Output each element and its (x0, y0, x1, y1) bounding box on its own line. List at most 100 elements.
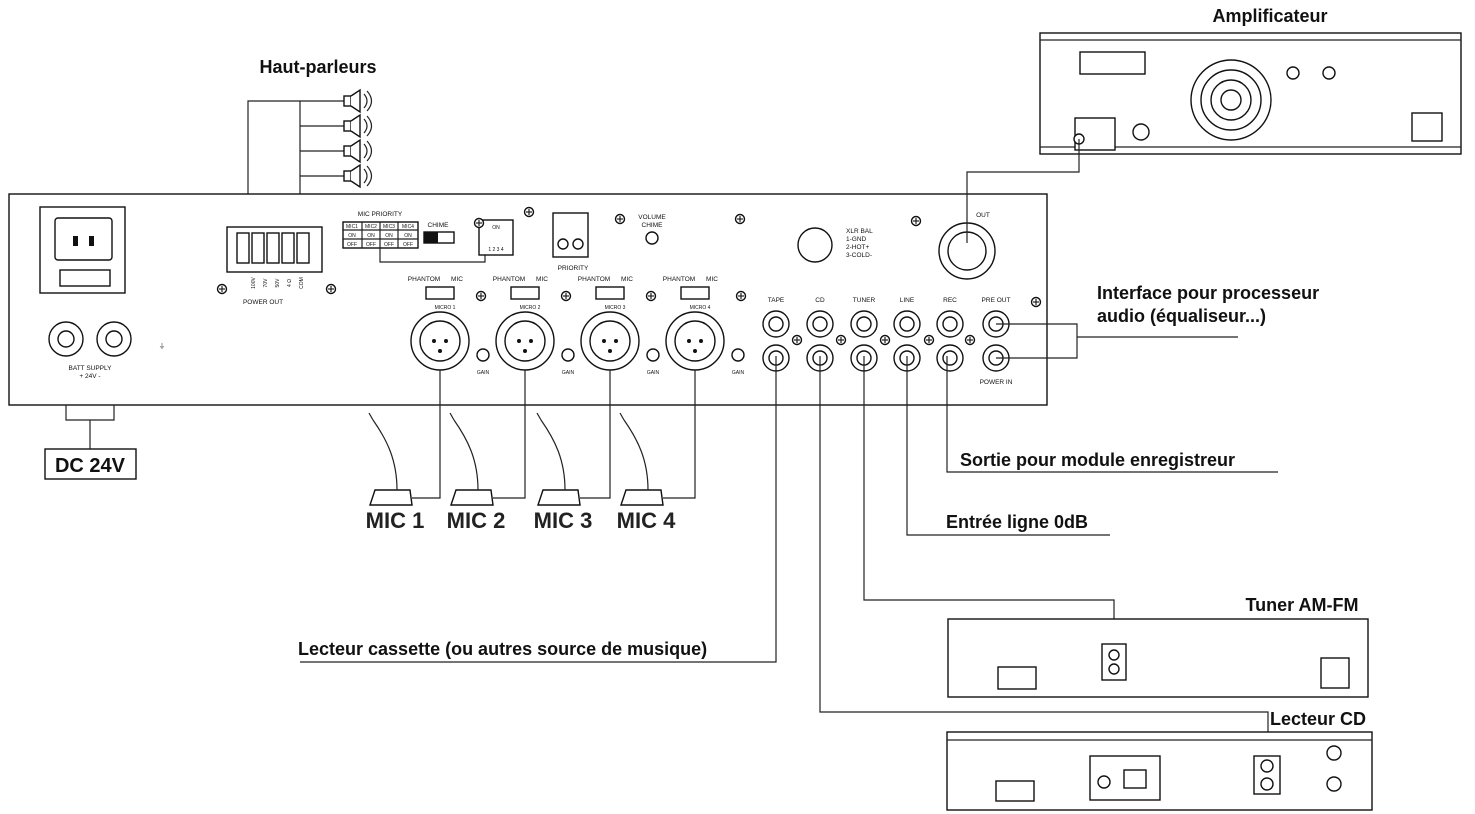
xlr-bal-input[interactable] (797, 227, 833, 263)
gain-knob[interactable] (476, 348, 490, 362)
amp-to-out-cable (966, 139, 1080, 243)
speaker-icon (343, 88, 373, 114)
mic-priority-header: MIC4 (402, 224, 414, 230)
cd-player-label: Lecteur CD (1270, 709, 1366, 729)
mic-priority-label: MIC PRIORITY (358, 211, 403, 218)
amplifier-label: Amplificateur (1212, 6, 1327, 26)
screw-icon (1030, 296, 1042, 308)
mic-priority-on: ON (348, 233, 356, 239)
phantom-switch[interactable] (680, 286, 710, 300)
line-in-label: Entrée ligne 0dB (946, 512, 1088, 532)
svg-text:MIC: MIC (536, 276, 548, 283)
speaker-icon (343, 163, 373, 189)
screw-icon (791, 334, 803, 346)
svg-text:PHANTOM: PHANTOM (663, 276, 695, 283)
screw-icon (614, 213, 626, 225)
processor-label-line2: audio (équaliseur...) (1097, 306, 1266, 326)
svg-text:MICRO 2: MICRO 2 (520, 305, 541, 311)
svg-text:GAIN: GAIN (562, 370, 575, 376)
svg-text:VOLUME: VOLUME (638, 214, 666, 221)
volume-chime-knob[interactable] (645, 231, 659, 245)
amplifier-terminal-block (1079, 51, 1146, 75)
ground-icon: ⏚ (159, 342, 166, 350)
microphone-icon: MIC 1 (366, 370, 441, 533)
svg-text:2-HOT+: 2-HOT+ (846, 244, 870, 251)
screw-icon (910, 215, 922, 227)
mic-label: MIC 4 (617, 508, 676, 533)
screw-icon (475, 290, 487, 302)
mic-priority-header: MIC2 (365, 224, 377, 230)
phantom-switch[interactable] (425, 286, 455, 300)
speaker-icon (343, 113, 373, 139)
mic-priority-off: OFF (384, 242, 394, 248)
gain-knob[interactable] (731, 348, 745, 362)
mic-priority-header: MIC1 (346, 224, 358, 230)
rca-jack-pair[interactable]: REC (936, 297, 964, 372)
microphone-icon: MIC 4 (617, 370, 696, 533)
svg-text:1-GND: 1-GND (846, 236, 867, 243)
gain-knob[interactable] (561, 348, 575, 362)
rca-jack-pair[interactable]: TAPE (762, 297, 790, 372)
amplifier-fan-icon (1190, 59, 1272, 141)
speaker-icon (343, 138, 373, 164)
svg-text:MICRO 3: MICRO 3 (605, 305, 626, 311)
screw-icon (835, 334, 847, 346)
mic-priority-off: OFF (403, 242, 413, 248)
mic-priority-off: OFF (347, 242, 357, 248)
svg-text:+ 24V -: + 24V - (79, 373, 100, 380)
amplifier-unit: Amplificateur (1039, 6, 1462, 155)
mains-socket-icon (39, 206, 126, 294)
mic-label: MIC 1 (366, 508, 425, 533)
power-tap-label: COM (299, 277, 305, 289)
mic-priority-block: MIC PRIORITY MIC1ONOFFMIC2ONOFFMIC3ONOFF… (342, 211, 486, 263)
screw-icon (735, 290, 747, 302)
priority-terminal (552, 212, 589, 258)
mic-priority-on: ON (385, 233, 393, 239)
power-tap-label: 50V (275, 278, 281, 288)
screw-icon (473, 217, 485, 229)
gain-knob[interactable] (646, 348, 660, 362)
screw-icon (923, 334, 935, 346)
rca-jack-pair[interactable]: CD (806, 297, 834, 372)
speakers-group: Haut-parleurs (247, 57, 377, 229)
mic-label: MIC 3 (534, 508, 593, 533)
dc-label: DC 24V (55, 455, 126, 477)
svg-text:LINE: LINE (900, 297, 915, 304)
svg-text:TUNER: TUNER (853, 297, 876, 304)
svg-text:PHANTOM: PHANTOM (578, 276, 610, 283)
line-cable (906, 356, 1110, 536)
phantom-switch[interactable] (510, 286, 540, 300)
dip-switch[interactable] (478, 219, 514, 256)
svg-text:GAIN: GAIN (732, 370, 745, 376)
svg-text:ON: ON (492, 225, 500, 231)
tuner-label: Tuner AM-FM (1246, 595, 1359, 615)
dc-supply-box (44, 448, 137, 480)
screw-icon (560, 290, 572, 302)
svg-text:PRIORITY: PRIORITY (558, 265, 589, 272)
svg-text:BATT SUPPLY: BATT SUPPLY (69, 365, 113, 372)
cd-player-unit: Lecteur CD (946, 709, 1373, 811)
processor-label-line1: Interface pour processeur (1097, 283, 1319, 303)
power-tap-label: 4 Ω (287, 279, 293, 287)
power-tap-label: 100V (251, 277, 257, 289)
svg-text:3-COLD-: 3-COLD- (846, 252, 872, 259)
svg-text:1 2 3 4: 1 2 3 4 (488, 247, 504, 253)
screw-icon (325, 283, 337, 295)
tape-cable (300, 356, 777, 663)
screw-icon (523, 206, 535, 218)
svg-text:MIC: MIC (451, 276, 463, 283)
svg-text:MICRO 4: MICRO 4 (690, 305, 711, 311)
microphone-icon: MIC 3 (534, 370, 611, 533)
rec-cable (946, 356, 1278, 473)
svg-text:GAIN: GAIN (477, 370, 490, 376)
cassette-label: Lecteur cassette (ou autres source de mu… (298, 639, 707, 659)
svg-text:MICRO 1: MICRO 1 (435, 305, 456, 311)
svg-text:REC: REC (943, 297, 957, 304)
battery-terminals: BATT SUPPLY + 24V - (48, 321, 132, 380)
phantom-switch[interactable] (595, 286, 625, 300)
processor-cable (996, 323, 1078, 359)
screw-icon (216, 283, 228, 295)
